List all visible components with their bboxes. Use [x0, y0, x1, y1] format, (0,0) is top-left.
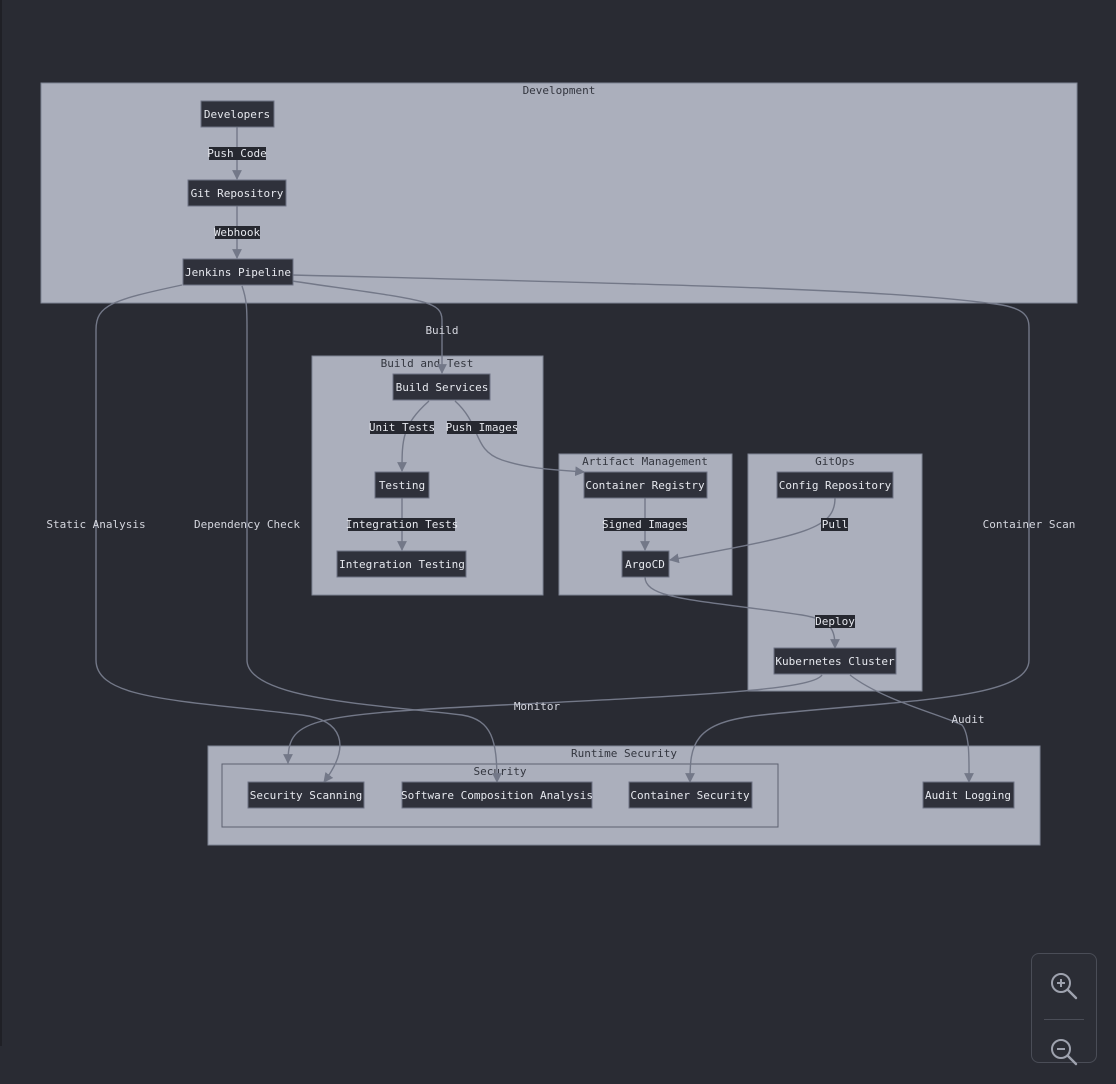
node-container-registry[interactable]: Container Registry: [583, 471, 708, 499]
node-developers[interactable]: Developers: [200, 100, 275, 128]
zoom-in-button[interactable]: [1032, 954, 1096, 1018]
svg-text:Testing: Testing: [379, 479, 425, 492]
edge-label-dependency-check: Dependency Check: [194, 518, 300, 531]
svg-text:Dependency Check: Dependency Check: [194, 518, 300, 531]
edge-deploy: [644, 576, 840, 649]
svg-text:Push Code: Push Code: [207, 147, 267, 160]
node-security-scanning[interactable]: Security Scanning: [247, 781, 365, 809]
cluster-title: Artifact Management: [582, 455, 708, 468]
flowchart-svg: Development Build and Test Artifact Mana…: [40, 82, 1078, 846]
svg-text:Developers: Developers: [204, 108, 270, 121]
edge-label-monitor: Monitor: [514, 700, 561, 713]
edge-label-audit: Audit: [951, 713, 984, 726]
edge-labels: Push Code Webhook Build Unit Tests Push …: [46, 147, 1075, 726]
cluster-title: Development: [523, 84, 596, 97]
node-jenkins-pipeline[interactable]: Jenkins Pipeline: [182, 258, 294, 286]
svg-text:Signed Images: Signed Images: [602, 518, 688, 531]
svg-text:Kubernetes Cluster: Kubernetes Cluster: [775, 655, 895, 668]
svg-text:Audit: Audit: [951, 713, 984, 726]
node-git-repository[interactable]: Git Repository: [187, 179, 287, 207]
cluster-title: Security: [474, 765, 527, 778]
node-audit-logging[interactable]: Audit Logging: [922, 781, 1015, 809]
node-build-services[interactable]: Build Services: [392, 373, 491, 401]
edge-label-pull: Pull: [821, 518, 848, 531]
zoom-in-icon: [1051, 973, 1078, 1000]
edge-label-push-images: Push Images: [446, 421, 519, 434]
edge-label-build: Build: [425, 324, 458, 337]
svg-text:Push Images: Push Images: [446, 421, 519, 434]
svg-text:Jenkins Pipeline: Jenkins Pipeline: [185, 266, 291, 279]
zoom-separator: [1044, 1019, 1084, 1020]
diagram-canvas: Development Build and Test Artifact Mana…: [0, 0, 1078, 1046]
edge-audit: [849, 674, 974, 783]
svg-text:Static Analysis: Static Analysis: [46, 518, 145, 531]
svg-text:Pull: Pull: [822, 518, 849, 531]
edge-dependency-check: [241, 285, 502, 783]
node-software-composition-analysis[interactable]: Software Composition Analysis: [401, 781, 593, 809]
edges: [95, 127, 1030, 783]
cluster-title: GitOps: [815, 455, 855, 468]
edge-container-scan: [291, 274, 1030, 783]
svg-text:Unit Tests: Unit Tests: [369, 421, 435, 434]
edge-label-unit-tests: Unit Tests: [369, 421, 435, 434]
svg-text:Integration Tests: Integration Tests: [346, 518, 459, 531]
node-argocd[interactable]: ArgoCD: [621, 550, 670, 578]
svg-text:Monitor: Monitor: [514, 700, 561, 713]
node-kubernetes-cluster[interactable]: Kubernetes Cluster: [773, 647, 897, 675]
svg-text:Software Composition Analysis: Software Composition Analysis: [401, 789, 593, 802]
edge-label-signed-images: Signed Images: [602, 518, 688, 531]
cluster-title: Runtime Security: [571, 747, 677, 760]
svg-text:Audit Logging: Audit Logging: [925, 789, 1011, 802]
zoom-out-button[interactable]: [1032, 1020, 1096, 1084]
node-testing[interactable]: Testing: [374, 471, 430, 499]
edge-label-integration-tests: Integration Tests: [346, 518, 459, 531]
edge-monitor: [283, 674, 823, 764]
svg-text:Git Repository: Git Repository: [191, 187, 284, 200]
svg-text:Container Scan: Container Scan: [983, 518, 1076, 531]
svg-text:Container Registry: Container Registry: [585, 479, 705, 492]
cluster-title: Build and Test: [381, 357, 474, 370]
edge-static-analysis: [95, 284, 341, 783]
svg-text:Integration Testing: Integration Testing: [339, 558, 465, 571]
svg-text:Container Security: Container Security: [630, 789, 750, 802]
edge-label-deploy: Deploy: [815, 615, 855, 628]
node-config-repository[interactable]: Config Repository: [776, 471, 894, 499]
edge-pull: [669, 497, 836, 564]
edge-label-push-code: Push Code: [207, 147, 267, 160]
svg-text:Build Services: Build Services: [396, 381, 489, 394]
node-integration-testing[interactable]: Integration Testing: [336, 550, 467, 578]
edge-label-static-analysis: Static Analysis: [46, 518, 145, 531]
edge-label-webhook: Webhook: [214, 226, 261, 239]
zoom-out-icon: [1051, 1039, 1078, 1066]
svg-text:Webhook: Webhook: [214, 226, 261, 239]
edge-label-container-scan: Container Scan: [983, 518, 1076, 531]
node-container-security[interactable]: Container Security: [628, 781, 753, 809]
svg-text:Deploy: Deploy: [815, 615, 855, 628]
svg-text:ArgoCD: ArgoCD: [625, 558, 665, 571]
svg-text:Build: Build: [425, 324, 458, 337]
edge-build: [291, 280, 447, 374]
zoom-controls: [1031, 953, 1097, 1066]
svg-text:Config Repository: Config Repository: [779, 479, 892, 492]
nodes: Developers Git Repository Jenkins Pipeli…: [182, 100, 1015, 809]
svg-text:Security Scanning: Security Scanning: [250, 789, 363, 802]
